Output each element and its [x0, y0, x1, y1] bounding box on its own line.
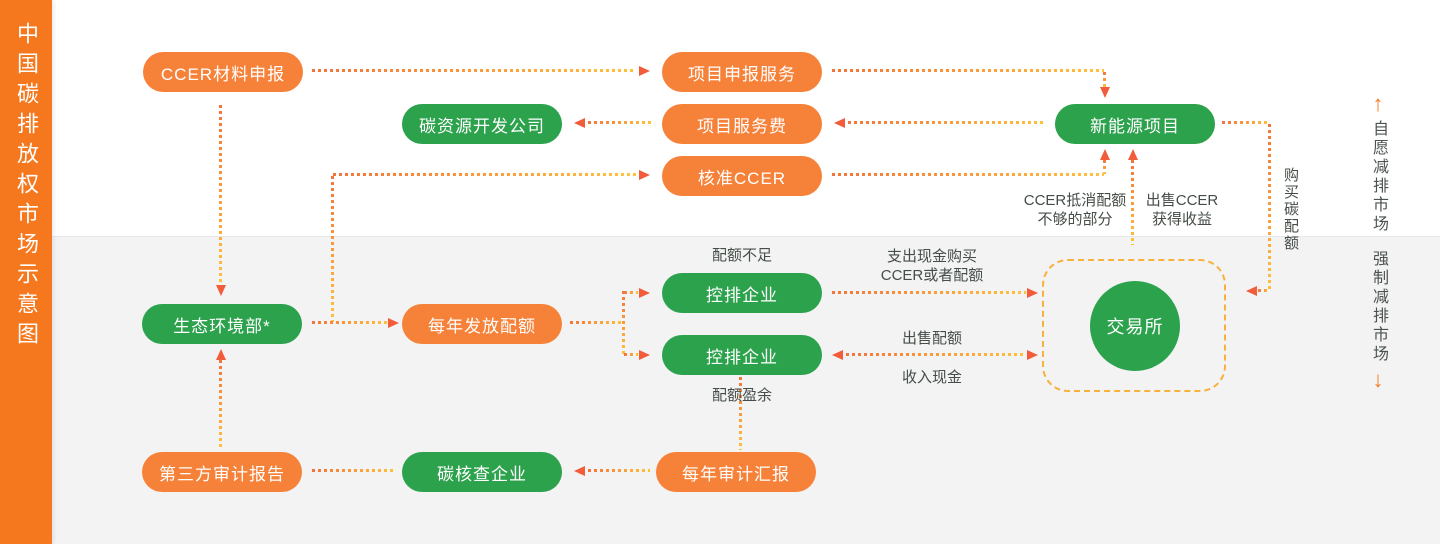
connector-exchange-to-newenergy — [1131, 160, 1134, 245]
connector-fee-to-devco — [588, 121, 652, 124]
exchange-dashed-boundary — [1042, 259, 1226, 392]
connector-deficit-to-exchange — [832, 291, 1026, 294]
label-pay-cash: 支出现金购买 CCER或者配额 — [852, 247, 1012, 285]
label-pay-cash-line2: CCER或者配额 — [880, 267, 984, 284]
voluntary-market-caption: ↑ 自愿减排市场 — [1366, 91, 1390, 235]
arrowhead-newenergy-to-fee — [834, 118, 845, 128]
connector-moee-to-ccer-riser — [331, 176, 334, 322]
connector-quota-branch-stem — [570, 321, 624, 324]
diagram-title: 中国碳排放权市场示意图 — [14, 22, 39, 352]
node-project-service-fee: 项目服务费 — [662, 104, 822, 144]
arrowhead-audit-to-verify — [574, 466, 585, 476]
connector-report-to-moee — [219, 360, 222, 448]
node-carbon-resource-dev-company: 碳资源开发公司 — [402, 104, 562, 144]
connector-newenergy-to-exchange-drop — [1268, 124, 1271, 291]
connector-quota-to-deficit — [624, 291, 638, 294]
connector-quota-to-surplus — [624, 353, 638, 356]
connector-newenergy-to-exchange-bottom — [1258, 289, 1270, 292]
arrowhead-newenergy-to-exchange — [1246, 286, 1257, 296]
title-sidebar: 中国碳排放权市场示意图 — [0, 0, 52, 544]
label-sell-ccer-line1: 出售CCER — [1145, 192, 1219, 209]
voluntary-market-label: 自愿减排市场 — [1370, 120, 1387, 234]
connector-moee-to-quota — [312, 321, 388, 324]
node-annual-quota-issuance: 每年发放配额 — [402, 304, 562, 344]
node-new-energy-project: 新能源项目 — [1055, 104, 1215, 144]
down-arrow-icon: ↓ — [1372, 367, 1384, 392]
connector-apply-to-newenergy — [832, 69, 1104, 72]
arrowhead-moee-to-ccer — [639, 170, 650, 180]
connector-audit-to-verify — [588, 469, 650, 472]
mandatory-market-label: 强制减排市场 — [1370, 250, 1387, 364]
label-pay-cash-line1: 支出现金购买 — [886, 248, 977, 265]
label-quota-surplus: 配额盈余 — [711, 387, 772, 404]
connector-quota-branch-riser — [622, 291, 625, 355]
label-ccer-offset: CCER抵消配额 不够的部分 — [995, 191, 1155, 229]
node-controlled-emitter-deficit: 控排企业 — [662, 273, 822, 313]
arrowhead-quota-to-surplus — [639, 350, 650, 360]
node-controlled-emitter-surplus: 控排企业 — [662, 335, 822, 375]
arrowhead-surplus-to-exchange — [1027, 350, 1038, 360]
node-exchange: 交易所 — [1090, 281, 1180, 371]
connector-ccer-to-newenergy — [832, 173, 1104, 176]
arrowhead-report-to-moee — [216, 349, 226, 360]
arrowhead-deficit-to-exchange — [1027, 288, 1038, 298]
arrowhead-exchange-to-surplus — [832, 350, 843, 360]
label-income-cash: 收入现金 — [901, 369, 962, 386]
connector-apply-to-newenergy-drop — [1103, 72, 1106, 87]
connector-material-to-moee — [219, 105, 222, 285]
label-sell-quota: 出售配额 — [901, 330, 962, 347]
arrowhead-material-to-apply — [639, 66, 650, 76]
arrowhead-apply-to-newenergy — [1100, 87, 1110, 98]
node-project-application-service: 项目申报服务 — [662, 52, 822, 92]
label-ccer-offset-line2: 不够的部分 — [1037, 211, 1113, 228]
label-quota-deficit: 配额不足 — [711, 247, 772, 264]
connector-ccer-to-newenergy-riser — [1103, 160, 1106, 174]
arrowhead-moee-to-quota — [388, 318, 399, 328]
connector-newenergy-to-exchange-top — [1222, 121, 1270, 124]
arrowhead-fee-to-devco — [574, 118, 585, 128]
connector-surplus-exchange — [846, 353, 1026, 356]
connector-newenergy-to-fee — [848, 121, 1046, 124]
mandatory-market-caption: 强制减排市场 ↓ — [1366, 250, 1390, 392]
node-ccer-material-declaration: CCER材料申报 — [143, 52, 303, 92]
label-ccer-offset-line1: CCER抵消配额 — [1023, 192, 1127, 209]
node-annual-audit-report: 每年审计汇报 — [656, 452, 816, 492]
node-third-party-audit-report: 第三方审计报告 — [142, 452, 302, 492]
label-buy-carbon-quota: 购买碳配额 — [1282, 167, 1299, 252]
arrowhead-quota-to-deficit — [639, 288, 650, 298]
connector-material-to-apply — [312, 69, 636, 72]
connector-verify-to-report — [312, 469, 396, 472]
label-sell-ccer-line2: 获得收益 — [1151, 211, 1212, 228]
arrowhead-material-to-moee — [216, 285, 226, 296]
node-ministry-ecology-environment: 生态环境部* — [142, 304, 302, 344]
connector-surplus-to-audit — [739, 377, 742, 450]
arrowhead-exchange-to-newenergy — [1128, 149, 1138, 160]
up-arrow-icon: ↑ — [1372, 91, 1384, 116]
node-carbon-verification-company: 碳核查企业 — [402, 452, 562, 492]
node-approved-ccer: 核准CCER — [662, 156, 822, 196]
label-sell-ccer: 出售CCER 获得收益 — [1102, 191, 1262, 229]
arrowhead-ccer-to-newenergy — [1100, 149, 1110, 160]
connector-moee-to-ccer — [333, 173, 636, 176]
